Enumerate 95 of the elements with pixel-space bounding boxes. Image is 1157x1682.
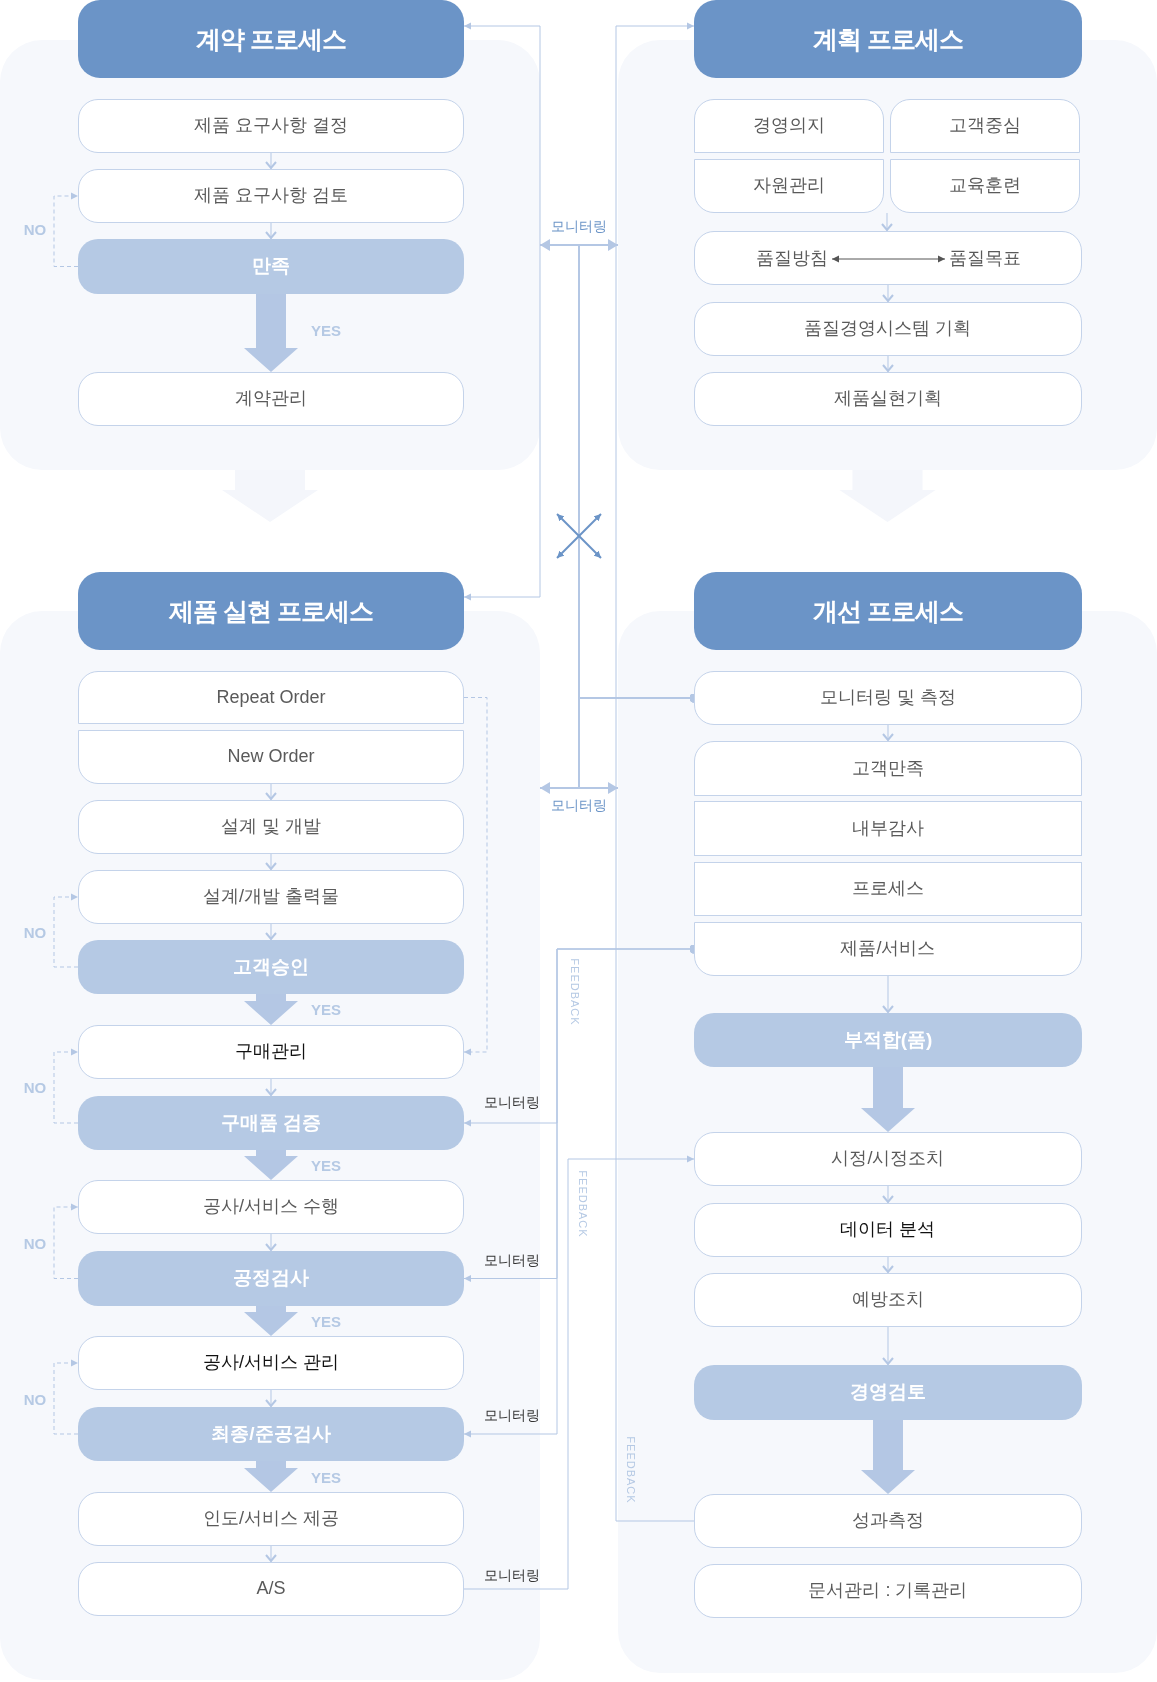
process-box: 데이터 분석 xyxy=(694,1203,1082,1257)
dashed-arrow xyxy=(463,697,488,1056)
text-label: FEEDBACK xyxy=(568,958,582,1026)
chevron-arrow xyxy=(265,783,277,801)
dashed-arrow xyxy=(53,893,79,968)
edge-label: 모니터링 xyxy=(484,1253,540,1269)
process-box: 제품/서비스 xyxy=(694,922,1082,976)
chevron-arrow xyxy=(881,212,893,232)
edge-label: YES xyxy=(311,1001,341,1019)
edge-label: 모니터링 xyxy=(551,219,607,235)
process-box: Repeat Order xyxy=(78,671,464,724)
chevron-arrow xyxy=(265,152,277,170)
process-box: 예방조치 xyxy=(694,1273,1082,1327)
edge-label: YES xyxy=(311,1157,341,1175)
process-box: 설계/개발 출력물 xyxy=(78,870,464,924)
process-box: 고객만족 xyxy=(694,741,1082,796)
process-box: 문서관리 : 기록관리 xyxy=(694,1564,1082,1618)
decision-box: 공정검사 xyxy=(78,1251,464,1306)
decision-box: 구매품 검증 xyxy=(78,1096,464,1150)
block-arrow xyxy=(244,1306,298,1336)
edge-label: NO xyxy=(23,1391,47,1409)
edge-label: FEEDBACK xyxy=(624,1436,638,1504)
process-box: 품질경영시스템 기획 xyxy=(694,302,1082,356)
process-box: 자원관리 xyxy=(694,159,884,213)
process-box: A/S xyxy=(78,1562,464,1616)
text-label: 품질방침 xyxy=(756,248,828,270)
chevron-arrow xyxy=(265,853,277,871)
process-box: 성과측정 xyxy=(694,1494,1082,1548)
chevron-arrow xyxy=(882,975,894,1014)
block-arrow xyxy=(861,1420,915,1494)
process-box: 인도/서비스 제공 xyxy=(78,1492,464,1546)
chevron-arrow xyxy=(265,923,277,941)
connector-arrow xyxy=(615,22,695,1522)
dashed-arrow xyxy=(53,1048,79,1124)
process-box: 공사/서비스 관리 xyxy=(78,1336,464,1390)
process-box: 시정/시정조치 xyxy=(694,1132,1082,1186)
block-arrow xyxy=(244,1461,298,1492)
process-heading: 개선 프로세스 xyxy=(694,572,1082,650)
process-heading: 제품 실현 프로세스 xyxy=(78,572,464,650)
process-box: 공사/서비스 수행 xyxy=(78,1180,464,1234)
process-box: 제품실현기획 xyxy=(694,372,1082,426)
chevron-arrow xyxy=(882,355,894,373)
edge-label: 모니터링 xyxy=(484,1568,540,1584)
process-box: 내부감사 xyxy=(694,801,1082,856)
chevron-arrow xyxy=(265,1233,277,1252)
connector-arrow xyxy=(463,22,541,601)
process-box: 설계 및 개발 xyxy=(78,800,464,854)
dashed-arrow xyxy=(53,1359,79,1435)
double-arrow xyxy=(831,255,946,263)
process-box: 제품 요구사항 검토 xyxy=(78,169,464,223)
dashed-arrow xyxy=(53,192,79,267)
text-label: FEEDBACK xyxy=(576,1170,590,1238)
edge-label: YES xyxy=(311,1313,341,1331)
decision-box: 경영검토 xyxy=(694,1365,1082,1420)
process-box: 고객중심 xyxy=(890,99,1080,153)
process-box xyxy=(694,231,1082,285)
edge-label: NO xyxy=(23,221,47,239)
chevron-arrow xyxy=(882,724,894,742)
process-box: 모니터링 및 측정 xyxy=(694,671,1082,725)
chevron-arrow xyxy=(882,1326,894,1366)
block-arrow xyxy=(244,994,298,1025)
chevron-arrow xyxy=(265,1545,277,1563)
edge-label: NO xyxy=(23,1079,47,1097)
process-heading: 계획 프로세스 xyxy=(694,0,1082,78)
edge-label: YES xyxy=(311,322,341,340)
process-box: New Order xyxy=(78,730,464,784)
decision-box: 부적합(품) xyxy=(694,1013,1082,1067)
process-box: 교육훈련 xyxy=(890,159,1080,213)
chevron-arrow xyxy=(882,1185,894,1204)
chevron-arrow xyxy=(265,222,277,240)
process-heading: 계약 프로세스 xyxy=(78,0,464,78)
process-box: 제품 요구사항 결정 xyxy=(78,99,464,153)
process-box: 프로세스 xyxy=(694,862,1082,916)
decision-box: 최종/준공검사 xyxy=(78,1407,464,1461)
edge-label: 모니터링 xyxy=(484,1095,540,1111)
decision-box: 만족 xyxy=(78,239,464,294)
block-arrow xyxy=(861,1067,915,1132)
connector-arrow xyxy=(463,1155,695,1590)
chevron-arrow xyxy=(265,1078,277,1097)
edge-label: NO xyxy=(23,1235,47,1253)
dashed-arrow xyxy=(53,1203,79,1279)
decision-box: 고객승인 xyxy=(78,940,464,994)
chevron-arrow xyxy=(265,1389,277,1408)
block-arrow xyxy=(244,294,298,372)
block-arrow xyxy=(244,1150,298,1180)
chevron-arrow xyxy=(882,284,894,303)
edge-label: 모니터링 xyxy=(484,1408,540,1424)
edge-label: YES xyxy=(311,1469,341,1487)
chevron-arrow xyxy=(882,1256,894,1274)
process-box: 경영의지 xyxy=(694,99,884,153)
process-box: 구매관리 xyxy=(78,1025,464,1079)
edge-label: 모니터링 xyxy=(551,798,607,814)
text-label: 품질목표 xyxy=(949,248,1021,270)
edge-label: NO xyxy=(23,924,47,942)
process-box: 계약관리 xyxy=(78,372,464,426)
